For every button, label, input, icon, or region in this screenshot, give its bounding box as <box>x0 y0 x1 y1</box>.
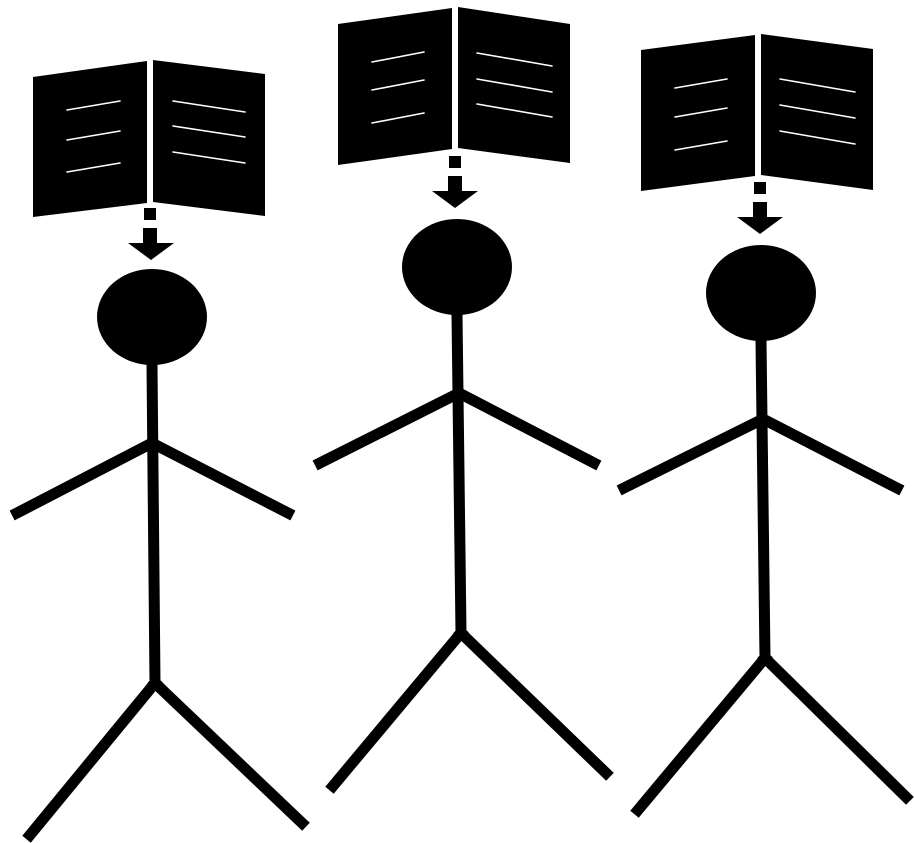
arrow-shaft <box>753 202 767 218</box>
stick-figure <box>312 219 614 794</box>
book-right-page <box>153 60 265 216</box>
body <box>755 335 771 664</box>
figure-2 <box>312 7 614 794</box>
book-text-lines <box>371 51 553 124</box>
down-arrow-icon <box>737 182 783 234</box>
right-arm <box>451 385 602 471</box>
head <box>97 269 207 365</box>
left-arm <box>312 385 467 471</box>
arrow-head <box>432 191 478 208</box>
right-arm <box>755 411 905 496</box>
arrow-shaft <box>143 228 157 244</box>
left-arm <box>9 435 160 521</box>
arrow-dot <box>449 156 461 168</box>
head <box>706 245 816 341</box>
book-text-lines <box>66 100 246 173</box>
head <box>402 219 512 315</box>
down-arrow-icon <box>432 156 478 208</box>
arrow-shaft <box>448 176 462 192</box>
down-arrow-icon <box>128 208 174 260</box>
book-left-page <box>33 61 147 217</box>
open-book-icon <box>338 7 570 165</box>
arrow-dot <box>144 208 156 220</box>
left-leg <box>630 650 773 818</box>
figure-3 <box>616 34 914 818</box>
open-book-icon <box>33 60 265 217</box>
book-left-page <box>338 8 452 165</box>
stick-figure <box>9 269 310 843</box>
book-text-lines <box>674 78 856 151</box>
arrow-head <box>737 217 783 234</box>
stick-figure <box>616 245 914 818</box>
right-leg <box>147 675 310 831</box>
right-leg <box>453 625 614 781</box>
open-book-icon <box>641 34 873 191</box>
left-arm <box>616 411 771 496</box>
left-leg <box>22 675 163 843</box>
body <box>451 309 467 639</box>
right-leg <box>757 650 914 805</box>
body <box>146 359 161 689</box>
left-leg <box>325 625 469 794</box>
figure-1 <box>9 60 310 843</box>
right-arm <box>144 435 296 521</box>
arrow-dot <box>754 182 766 194</box>
arrow-head <box>128 243 174 260</box>
